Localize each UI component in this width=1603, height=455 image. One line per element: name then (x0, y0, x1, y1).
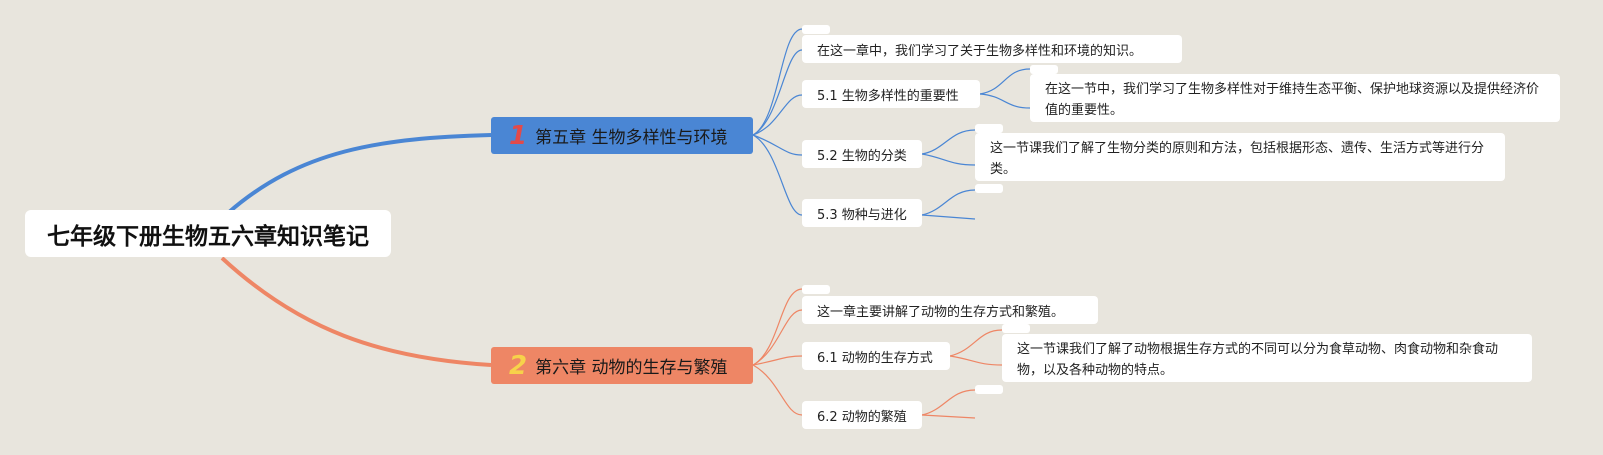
chapter-number-badge: 2 (509, 350, 528, 381)
section-topic-6-2[interactable]: 6.2 动物的繁殖 (802, 401, 922, 429)
empty-topic-stub[interactable] (802, 25, 830, 34)
root-topic[interactable]: 七年级下册生物五六章知识笔记 (25, 210, 391, 257)
section-topic-5-3[interactable]: 5.3 物种与进化 (802, 199, 922, 227)
chapter-title: 第五章 生物多样性与环境 (535, 128, 728, 148)
chapter1-branch-lines (752, 28, 1031, 220)
empty-topic-stub[interactable] (975, 184, 1003, 193)
root-to-chapter1-line (226, 133, 492, 215)
section-5-2-note[interactable]: 这一节课我们了解了生物分类的原则和方法，包括根据形态、遗传、生活方式等进行分类。 (975, 133, 1505, 181)
empty-topic-stub[interactable] (975, 124, 1003, 133)
section-topic-5-1[interactable]: 5.1 生物多样性的重要性 (802, 80, 980, 108)
chapter-number-badge: 1 (509, 120, 528, 151)
empty-topic-stub[interactable] (1030, 65, 1058, 74)
empty-topic-stub[interactable] (802, 285, 830, 294)
root-to-chapter2-line (220, 256, 492, 367)
empty-topic-stub[interactable] (1002, 324, 1030, 333)
section-topic-6-1[interactable]: 6.1 动物的生存方式 (802, 342, 950, 370)
chapter-title: 第六章 动物的生存与繁殖 (535, 358, 728, 378)
section-topic-5-2[interactable]: 5.2 生物的分类 (802, 140, 922, 168)
chapter-topic-5[interactable]: 1 第五章 生物多样性与环境 (491, 117, 753, 154)
chapter6-summary-topic[interactable]: 这一章主要讲解了动物的生存方式和繁殖。 (802, 296, 1098, 324)
chapter2-branch-lines (752, 288, 1003, 419)
chapter5-summary-topic[interactable]: 在这一章中，我们学习了关于生物多样性和环境的知识。 (802, 35, 1182, 63)
section-6-1-note[interactable]: 这一节课我们了解了动物根据生存方式的不同可以分为食草动物、肉食动物和杂食动物，以… (1002, 334, 1532, 382)
section-5-1-note[interactable]: 在这一节中，我们学习了生物多样性对于维持生态平衡、保护地球资源以及提供经济价值的… (1030, 74, 1560, 122)
empty-topic-stub[interactable] (975, 385, 1003, 394)
chapter-topic-6[interactable]: 2 第六章 动物的生存与繁殖 (491, 347, 753, 384)
